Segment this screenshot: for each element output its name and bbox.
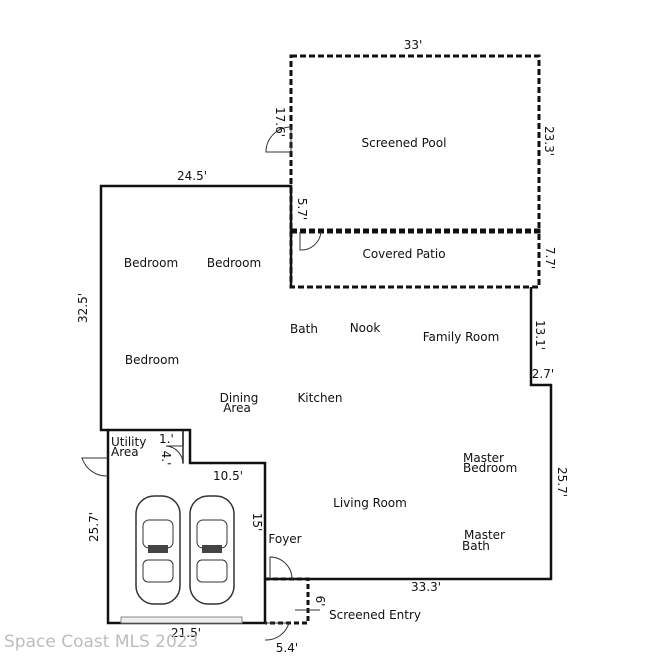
- dim-pool-depth-right: 23.3': [542, 126, 556, 156]
- car-icon: [189, 495, 235, 605]
- garage-door: [120, 616, 243, 624]
- room-master-bath: Bath: [462, 539, 490, 553]
- dim-pool-width: 33': [404, 38, 423, 52]
- room-bedroom: Bedroom: [125, 353, 179, 367]
- room-screened-entry: Screened Entry: [329, 608, 421, 622]
- dim-house-top: 24.5': [177, 169, 207, 183]
- dim-garage-bottom: 21.5': [171, 626, 201, 640]
- room-master-bath: Master: [464, 528, 505, 542]
- room-utility-area: Area: [111, 445, 139, 459]
- garage-wall: [108, 428, 267, 579]
- dim-entry-side: 6': [313, 596, 327, 607]
- dim-master-right: 25.7': [555, 467, 569, 497]
- door-swing-icon: [269, 556, 293, 580]
- watermark: Space Coast MLS 2023: [4, 632, 198, 652]
- dim-family-right: 13.1': [533, 320, 547, 350]
- room-master-bedroom: Master: [463, 451, 504, 465]
- dim-front: 33.3': [411, 580, 441, 594]
- room-utility-area: Utility: [111, 435, 146, 449]
- room-master-bedroom: Bedroom: [463, 461, 517, 475]
- door-swing-icon: [264, 622, 290, 641]
- dim-patio-right: 7.7': [543, 247, 557, 269]
- dim-utility-small-b: 4.': [159, 451, 173, 466]
- door-swing-icon: [265, 126, 292, 153]
- dim-jog: 2.7': [532, 367, 554, 381]
- screened-entry-outline: [265, 577, 310, 625]
- room-covered-patio: Covered Patio: [362, 247, 445, 261]
- dim-house-left: 32.5': [76, 293, 90, 323]
- dim-utility-small-a: 1.': [159, 432, 174, 446]
- door-swing-icon: [299, 231, 322, 251]
- dim-garage-inner: 15': [250, 513, 264, 532]
- door-swing-icon: [81, 457, 109, 477]
- room-bedroom: Bedroom: [124, 256, 178, 270]
- room-bath: Bath: [290, 322, 318, 336]
- door-swing-icon: [165, 445, 184, 465]
- room-living-room: Living Room: [333, 496, 407, 510]
- dim-garage-left: 25.7': [87, 512, 101, 542]
- room-dining-area: Dining: [220, 391, 259, 405]
- room-kitchen: Kitchen: [297, 391, 342, 405]
- car-icon: [135, 495, 181, 605]
- room-dining-area: Area: [223, 401, 251, 415]
- room-foyer: Foyer: [268, 532, 301, 546]
- dim-entry-bottom: 5.4': [276, 641, 298, 655]
- dim-patio-left: 5.7': [295, 198, 309, 220]
- room-nook: Nook: [350, 321, 381, 335]
- dim-pool-depth-left: 17.6': [273, 107, 287, 137]
- room-family-room: Family Room: [423, 330, 500, 344]
- room-screened-pool: Screened Pool: [362, 136, 447, 150]
- dim-garage-top: 10.5': [213, 469, 243, 483]
- room-bedroom: Bedroom: [207, 256, 261, 270]
